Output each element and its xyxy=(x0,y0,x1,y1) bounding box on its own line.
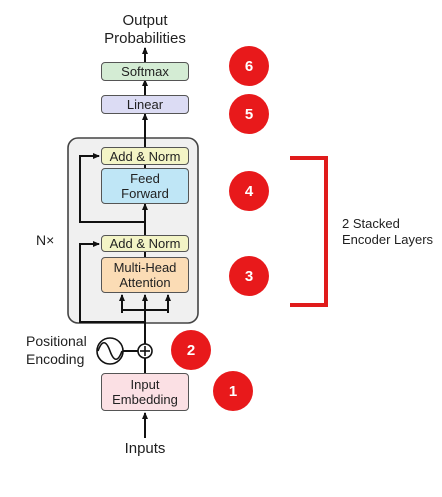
encoder-layer-box xyxy=(67,137,199,324)
badge-3: 3 xyxy=(229,256,269,296)
badge-6: 6 xyxy=(229,46,269,86)
attention-input-branches xyxy=(121,309,169,313)
badge-4: 4 xyxy=(229,171,269,211)
badge-2: 2 xyxy=(171,330,211,370)
softmax-block: Softmax xyxy=(101,62,189,81)
positional-encoding-label: Positional Encoding xyxy=(26,333,87,367)
residual-attention xyxy=(79,241,145,323)
badge-5: 5 xyxy=(229,94,269,134)
multi-head-attention-block: Multi-Head Attention xyxy=(101,257,189,293)
badge-1: 1 xyxy=(213,371,253,411)
encoder-bracket xyxy=(290,156,328,307)
repeat-label: N× xyxy=(36,232,55,248)
linear-block: Linear xyxy=(101,95,189,114)
output-probabilities-label: Output Probabilities xyxy=(104,12,186,47)
add-norm-bottom-block: Add & Norm xyxy=(101,235,189,252)
input-embedding-block: Input Embedding xyxy=(101,373,189,411)
feed-forward-block: Feed Forward xyxy=(101,168,189,204)
side-annotation-label: 2 Stacked Encoder Layers xyxy=(342,216,434,247)
inputs-label: Inputs xyxy=(124,440,166,457)
residual-feedforward xyxy=(79,153,145,223)
add-norm-top-block: Add & Norm xyxy=(101,147,189,165)
